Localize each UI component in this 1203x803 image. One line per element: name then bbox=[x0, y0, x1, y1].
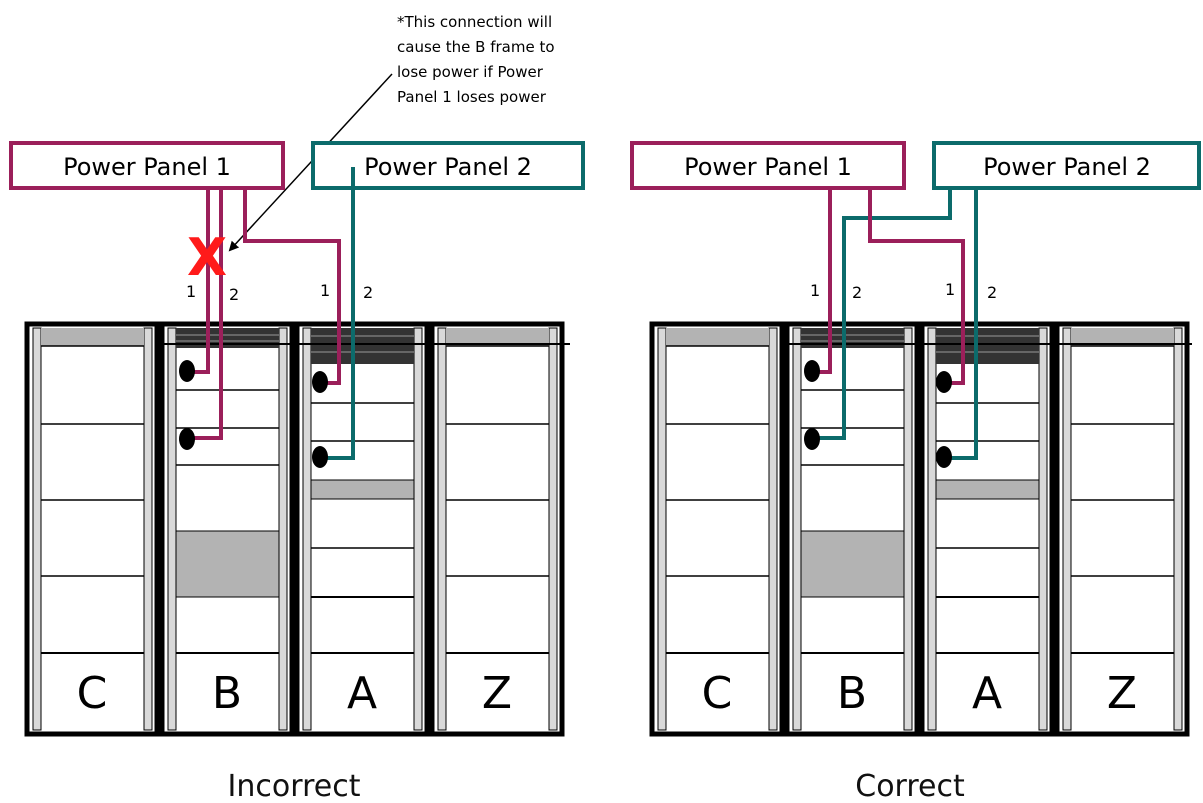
frame-z bbox=[429, 321, 565, 737]
a-psu1-socket bbox=[936, 371, 952, 393]
frame-a-letter: A bbox=[972, 668, 1002, 719]
note-line-4: Panel 1 loses power bbox=[397, 88, 547, 106]
frame-b bbox=[784, 321, 920, 737]
correct-caption: Correct bbox=[855, 769, 965, 803]
cable-a2-panel2 bbox=[324, 167, 355, 460]
cable-b2-panel1 bbox=[192, 188, 223, 440]
incorrect-port-labels: 1 2 1 2 bbox=[186, 281, 373, 304]
incorrect-panel1-label: Power Panel 1 bbox=[63, 153, 231, 181]
correct-diagram: Power Panel 1 Power Panel 2 bbox=[630, 141, 1201, 803]
incorrect-cables bbox=[190, 167, 355, 460]
frame-b-letter: B bbox=[212, 668, 242, 719]
frame-c-letter: C bbox=[77, 668, 108, 719]
b-port2-label: 2 bbox=[229, 285, 239, 304]
b-psu2-socket bbox=[804, 428, 820, 450]
note-line-3: lose power if Power bbox=[397, 63, 544, 81]
frame-a-letter: A bbox=[347, 668, 377, 719]
b-psu1-socket bbox=[179, 360, 195, 382]
frame-b bbox=[159, 321, 295, 737]
incorrect-psu-sockets bbox=[179, 360, 328, 468]
correct-port-labels: 1 2 1 2 bbox=[810, 280, 997, 302]
incorrect-power-panel-1: Power Panel 1 bbox=[9, 141, 285, 190]
b-psu2-socket bbox=[179, 428, 195, 450]
cross-mark: X bbox=[187, 228, 227, 288]
a-port1-label: 1 bbox=[320, 281, 330, 300]
frame-z-letter: Z bbox=[1107, 668, 1137, 719]
b-port2-label: 2 bbox=[852, 283, 862, 302]
incorrect-panel2-label: Power Panel 2 bbox=[364, 153, 532, 181]
frame-c bbox=[649, 321, 785, 737]
correct-power-panel-1: Power Panel 1 bbox=[630, 141, 906, 190]
a-port1-label: 1 bbox=[945, 280, 955, 299]
frame-b-letter: B bbox=[837, 668, 867, 719]
frame-z bbox=[1054, 321, 1190, 737]
note-line-2: cause the B frame to bbox=[397, 38, 555, 56]
a-psu1-socket bbox=[312, 371, 328, 393]
incorrect-frame-letters: C B A Z bbox=[77, 668, 512, 719]
a-port2-label: 2 bbox=[987, 283, 997, 302]
correct-cables bbox=[812, 188, 978, 460]
a-psu2-socket bbox=[312, 446, 328, 468]
frame-c-letter: C bbox=[702, 668, 733, 719]
cable-a1-panel1 bbox=[243, 188, 341, 385]
correct-panel1-label: Power Panel 1 bbox=[684, 153, 852, 181]
frame-z-letter: Z bbox=[482, 668, 512, 719]
b-port1-label: 1 bbox=[186, 282, 196, 301]
b-port1-label: 1 bbox=[810, 281, 820, 300]
cable-a1-panel1 bbox=[868, 188, 965, 385]
a-psu2-socket bbox=[936, 446, 952, 468]
frame-c bbox=[24, 321, 160, 737]
correct-frame-letters: C B A Z bbox=[702, 668, 1137, 719]
warning-note: *This connection will cause the B frame … bbox=[228, 13, 555, 252]
cable-a2-panel2 bbox=[946, 188, 978, 460]
correct-power-panel-2: Power Panel 2 bbox=[932, 141, 1201, 190]
correct-frames bbox=[649, 321, 1192, 737]
cable-b2-panel2 bbox=[812, 188, 952, 440]
correct-panel2-label: Power Panel 2 bbox=[983, 153, 1151, 181]
cable-b1-panel1 bbox=[190, 188, 210, 374]
incorrect-diagram: Power Panel 1 Power Panel 2 bbox=[9, 141, 585, 803]
b-psu1-socket bbox=[804, 360, 820, 382]
incorrect-power-panel-2: Power Panel 2 bbox=[311, 141, 585, 190]
correct-psu-sockets bbox=[804, 360, 952, 468]
incorrect-caption: Incorrect bbox=[228, 769, 361, 803]
note-line-1: *This connection will bbox=[397, 13, 552, 31]
a-port2-label: 2 bbox=[363, 283, 373, 302]
